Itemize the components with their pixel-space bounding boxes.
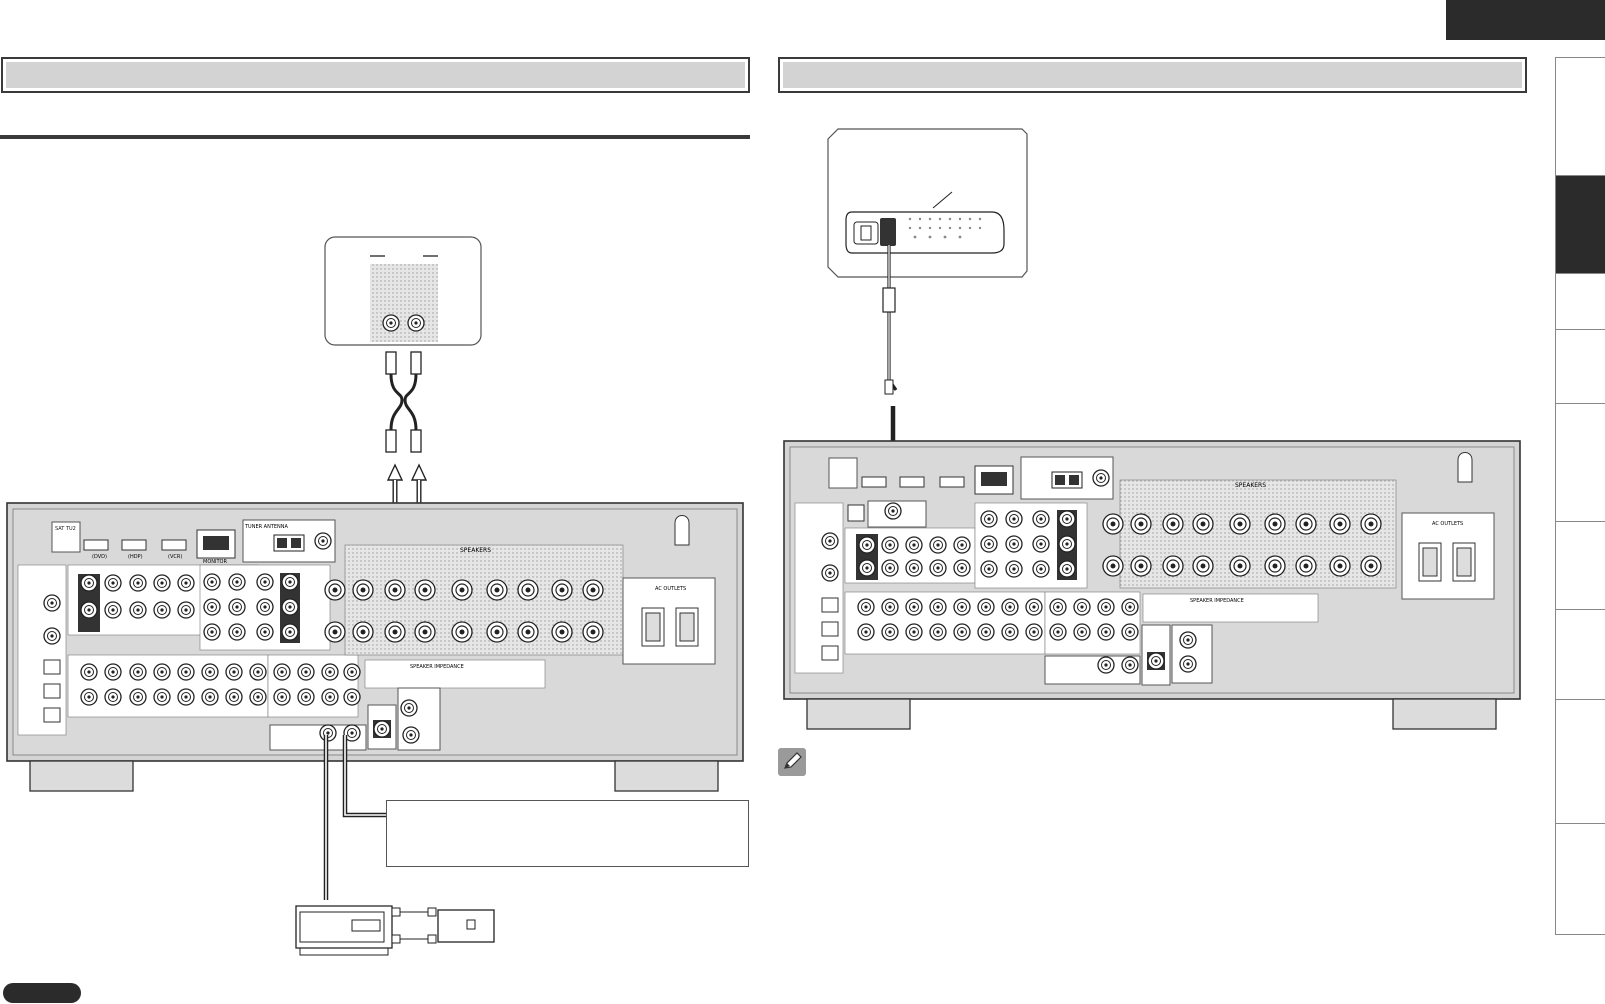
svg-text:SAT TU2: SAT TU2 (55, 526, 76, 532)
svg-text:AC OUTLETS: AC OUTLETS (655, 586, 686, 592)
svg-text:SPEAKER IMPEDANCE: SPEAKER IMPEDANCE (410, 664, 464, 670)
callout-text-box (386, 800, 749, 867)
svg-text:SPEAKER IMPEDANCE: SPEAKER IMPEDANCE (1190, 598, 1244, 604)
right-receiver-foot-right (1392, 698, 1497, 730)
svg-text:SPEAKERS: SPEAKERS (460, 547, 491, 554)
rs232c-device-box (827, 128, 1028, 278)
side-tab-3[interactable] (1556, 273, 1605, 329)
side-tab-2[interactable] (1556, 175, 1605, 273)
left-receiver-foot-left (29, 760, 134, 792)
svg-text:(HDP): (HDP) (128, 554, 143, 560)
side-tab-8[interactable] (1556, 699, 1605, 823)
svg-text:SPEAKERS: SPEAKERS (1235, 482, 1266, 489)
right-receiver-foot-left (806, 698, 911, 730)
side-tab-1[interactable] (1556, 57, 1605, 175)
svg-text:AC OUTLETS: AC OUTLETS (1432, 521, 1463, 527)
amp-input-panel (370, 264, 438, 342)
side-tab-7[interactable] (1556, 609, 1605, 699)
pencil-icon (778, 748, 806, 776)
svg-text:(VCR): (VCR) (168, 554, 182, 560)
right-diagram: SPEAKERS SPEAKER IMPEDANCE AC OUTLETS (783, 128, 1521, 730)
side-tab-9[interactable] (1556, 823, 1605, 935)
amp-input-jack-r (407, 314, 425, 332)
svg-text:MONITOR: MONITOR (203, 559, 227, 565)
svg-text:TUNER ANTENNA: TUNER ANTENNA (244, 524, 289, 530)
side-tab-6[interactable] (1556, 521, 1605, 609)
right-speaker-terminals (1119, 479, 1397, 589)
side-tab-4[interactable] (1556, 329, 1605, 403)
ir-retransmitter-unit (295, 905, 495, 956)
language-tab[interactable] (1446, 0, 1605, 40)
pencil-icon-glyph (784, 752, 802, 769)
side-tab-5[interactable] (1556, 403, 1605, 521)
signal-arrows (386, 463, 428, 481)
left-diagram: SAT TU2 (DVD) (HDP) (VCR) MONITOR TUNER AN… (6, 236, 744, 956)
amp-input-jack-l (382, 314, 400, 332)
note-badge (3, 983, 81, 1003)
left-receiver-foot-right (614, 760, 719, 792)
zone2-out-jack-l (400, 699, 418, 717)
left-section-title-bar (1, 57, 750, 93)
svg-text:(DVD): (DVD) (92, 554, 107, 560)
rca-stereo-cable (385, 351, 422, 453)
zone2-out-jack-r (402, 726, 420, 744)
right-section-title-bar (778, 57, 1527, 93)
subsection-rule (0, 135, 750, 139)
side-navigation-tabs (1555, 57, 1605, 935)
rs232c-port (884, 502, 902, 520)
